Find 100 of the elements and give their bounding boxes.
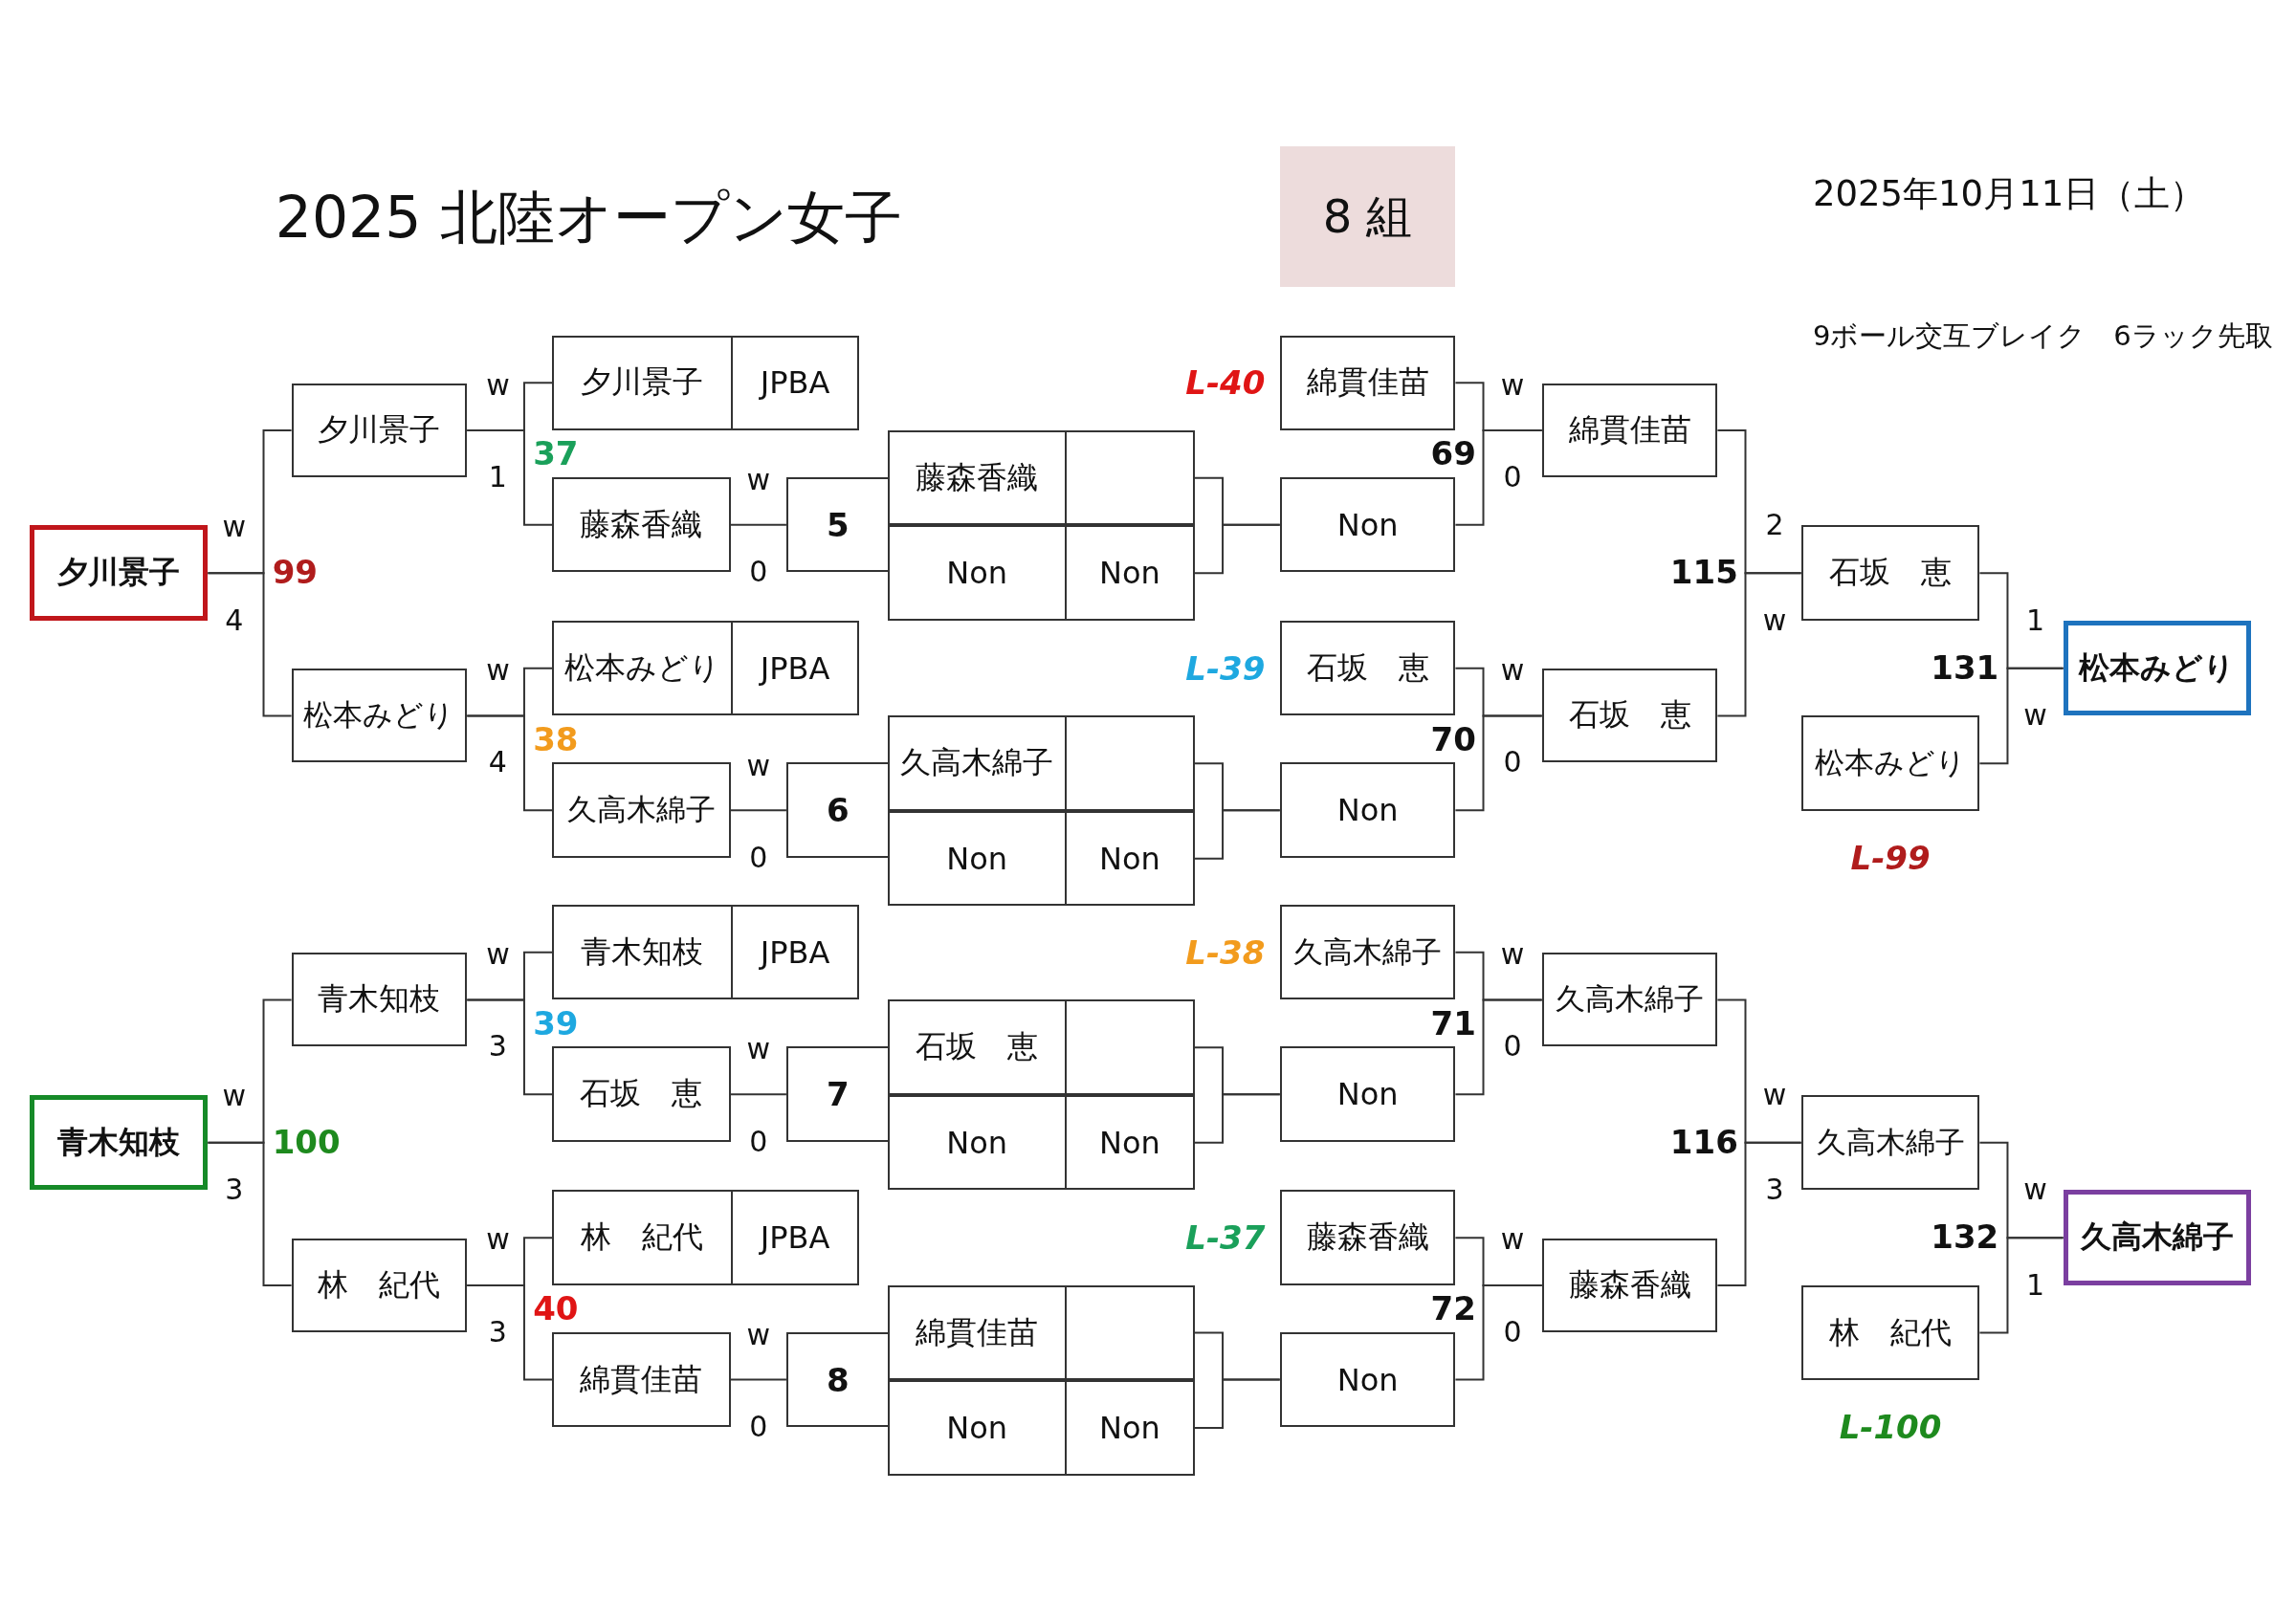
player-entry-row: [887, 810, 1195, 907]
player-box: 綿貫佳苗: [1541, 384, 1718, 477]
score-label: 0: [749, 843, 768, 872]
player-box: Non: [1279, 762, 1456, 858]
bracket-line: [466, 998, 554, 1096]
player-box: 青木知枝: [291, 953, 468, 1047]
loser-label: L-40: [1185, 366, 1266, 400]
affiliation-text: Non: [1098, 555, 1160, 592]
score-label: 3: [488, 1317, 507, 1347]
score-label: w: [1500, 656, 1525, 685]
player-box: 藤森香織: [552, 476, 731, 573]
score-label: 3: [488, 1032, 507, 1062]
score-label: 0: [749, 1127, 768, 1156]
score-label: w: [222, 1082, 247, 1111]
player-box: 林 紀代: [1800, 1284, 1980, 1381]
score-label: w: [746, 1320, 771, 1349]
title: 2025 北陸オープン女子: [275, 187, 902, 246]
bracket-line: [1454, 714, 1543, 812]
player-name: 石坂 恵: [916, 1027, 1039, 1067]
affiliation-text: Non: [1098, 840, 1160, 877]
score-label: w: [486, 939, 510, 969]
score-label: 0: [749, 1413, 768, 1442]
player-name: 藤森香織: [916, 457, 1039, 497]
player-box: 久高木綿子: [1279, 904, 1456, 1000]
score-label: 0: [749, 558, 768, 587]
match-number: 132: [1931, 1220, 1999, 1254]
loser-label: L-37: [1185, 1221, 1266, 1255]
score-label: w: [222, 513, 247, 541]
player-box: Non: [1279, 476, 1456, 573]
player-name: Non: [946, 555, 1008, 592]
loser-label: L-39: [1185, 651, 1266, 685]
match-number: 115: [1669, 556, 1738, 589]
bracket-line: [1194, 1378, 1281, 1430]
bracket-line: [1454, 429, 1543, 526]
score-label: w: [746, 751, 771, 780]
winner-box: 久高木綿子: [2063, 1190, 2251, 1285]
player-entry-row: [552, 1190, 860, 1285]
score-label: 4: [225, 605, 244, 635]
player-box: 久高木綿子: [552, 762, 731, 858]
match-number-box: 8: [785, 1331, 888, 1428]
match-number: 72: [1430, 1292, 1476, 1326]
score-label: w: [486, 370, 510, 400]
score-label: w: [1762, 1080, 1787, 1109]
player-name: 青木知枝: [581, 932, 704, 972]
score-label: 0: [1503, 748, 1522, 778]
player-entry-row: [887, 1284, 1195, 1381]
score-label: 0: [1503, 1032, 1522, 1062]
score-label: 1: [488, 462, 507, 492]
bracket-line: [1194, 1093, 1281, 1144]
affiliation-text: Non: [1098, 1410, 1160, 1447]
rule-text: 9ボール交互ブレイク 6ラック先取: [1812, 321, 2273, 349]
score-label: w: [746, 1035, 771, 1064]
bracket-line: [729, 1093, 787, 1096]
score-label: 0: [1503, 1317, 1522, 1347]
score-label: w: [486, 656, 510, 685]
bracket-line: [466, 1283, 554, 1381]
player-entry-row: [887, 715, 1195, 811]
affiliation-text: JPBA: [760, 364, 830, 402]
player-box: 綿貫佳苗: [1279, 335, 1456, 430]
score-label: w: [1762, 605, 1787, 635]
score-label: w: [1500, 370, 1525, 400]
player-box: 久高木綿子: [1800, 1094, 1980, 1191]
affiliation-text: JPBA: [760, 933, 830, 971]
bracket-line: [729, 809, 787, 812]
affiliation-text: Non: [1098, 1124, 1160, 1161]
player-box: 夕川景子: [291, 384, 468, 477]
player-box: 石坂 恵: [1541, 669, 1718, 763]
player-name: Non: [946, 1124, 1008, 1161]
date-text: 2025年10月11日（土）: [1812, 175, 2206, 211]
score-label: 4: [488, 748, 507, 778]
affiliation-text: JPBA: [760, 1219, 830, 1257]
bracket-line: [1716, 572, 1802, 717]
player-entry-row: [552, 904, 860, 1000]
player-box: 藤森香織: [1541, 1238, 1718, 1332]
match-number: 116: [1669, 1125, 1738, 1158]
player-box: 久高木綿子: [1541, 953, 1718, 1047]
player-entry-row: [887, 430, 1195, 526]
match-number: 71: [1430, 1006, 1476, 1040]
player-box: 綿貫佳苗: [552, 1331, 731, 1428]
affiliation-text: JPBA: [760, 649, 830, 687]
score-label: 1: [2026, 605, 2045, 635]
bracket-line: [1978, 1237, 2064, 1334]
bracket-line: [729, 1378, 787, 1381]
player-box: Non: [1279, 1046, 1456, 1142]
player-name: 綿貫佳苗: [916, 1312, 1039, 1352]
player-entry-row: [552, 335, 860, 430]
player-box: 石坂 恵: [1800, 525, 1980, 621]
player-box: Non: [1279, 1331, 1456, 1428]
player-box: 林 紀代: [291, 1238, 468, 1332]
player-entry-row: [887, 525, 1195, 621]
score-label: 2: [1765, 511, 1784, 540]
match-number-box: 6: [785, 762, 888, 858]
match-number: 69: [1430, 437, 1476, 471]
bracket-line: [1978, 667, 2064, 765]
bracket-line: [466, 429, 554, 526]
bracket-line: [729, 523, 787, 526]
score-label: w: [486, 1225, 510, 1255]
match-number: 100: [272, 1125, 341, 1158]
player-entry-row: [887, 1380, 1195, 1476]
score-label: 0: [1503, 462, 1522, 492]
